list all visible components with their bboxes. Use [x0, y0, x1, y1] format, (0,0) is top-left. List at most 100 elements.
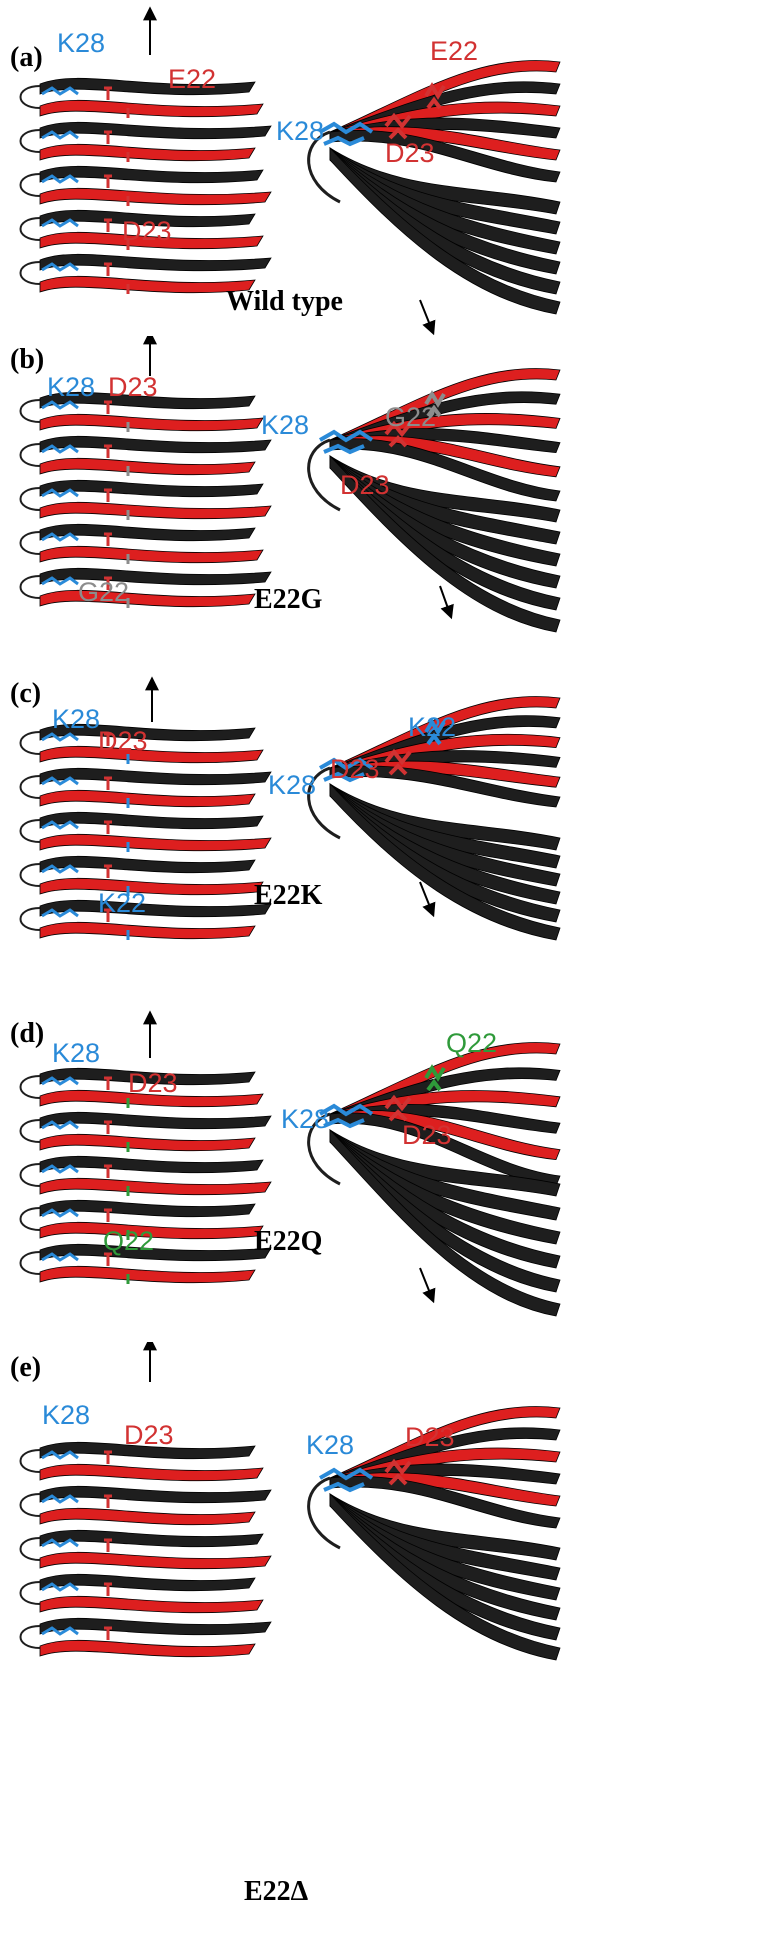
- loop: [21, 488, 41, 510]
- loop: [21, 576, 41, 598]
- red-strand: [40, 144, 255, 160]
- red-strand: [40, 922, 255, 938]
- left-strand-stack: [21, 78, 272, 294]
- loop: [21, 1494, 41, 1516]
- panel-b-variant-name: E22G: [254, 586, 322, 614]
- panel-a-left-top-residue: E22: [168, 66, 216, 93]
- loop: [21, 1076, 41, 1098]
- panel-b-right-top-residue: G22: [385, 404, 436, 431]
- fibril-axis-arrow-down: [420, 1268, 432, 1298]
- red-strand: [40, 546, 263, 562]
- red-strand: [40, 414, 263, 430]
- loop: [21, 86, 41, 108]
- panel-d-right-top-residue: Q22: [446, 1030, 497, 1057]
- red-strand: [40, 590, 255, 606]
- panel-e-right-top-residue: D23: [405, 1424, 455, 1451]
- fibril-axis-arrow-down: [420, 300, 432, 330]
- panel-c-right-k28: K28: [268, 772, 316, 799]
- red-strand: [40, 746, 263, 762]
- panel-e-left-k28: K28: [42, 1402, 90, 1429]
- right-strand-fan: [309, 1042, 560, 1316]
- red-strand: [40, 1508, 255, 1524]
- loop: [21, 1208, 41, 1230]
- loop: [21, 732, 41, 754]
- panel-e-left-top-residue: D23: [124, 1422, 174, 1449]
- loop: [21, 218, 41, 240]
- right-strand-fan: [309, 60, 560, 314]
- panel-c-left-k28: K28: [52, 706, 100, 733]
- panel-a-right-bottom-residue: D23: [385, 140, 435, 167]
- red-strand: [40, 100, 263, 116]
- panel-b: (b) K28 D23 G22 K28 G22 D23 E22G: [0, 336, 779, 726]
- red-strand: [40, 1552, 271, 1568]
- loop: [21, 864, 41, 886]
- loop: [21, 532, 41, 554]
- panel-d-right-k28: K28: [281, 1106, 329, 1133]
- panel-b-left-k28: K28: [47, 374, 95, 401]
- panel-d-label: (d): [10, 1020, 44, 1048]
- red-strand: [40, 188, 271, 204]
- black-strand: [40, 1200, 255, 1216]
- panel-c-variant-name: E22K: [254, 882, 322, 910]
- black-strand: [40, 856, 255, 872]
- panel-c: (c) K28 D23 K22 K28 K22 D23 E22K: [0, 672, 779, 1062]
- panel-b-left-bottom-residue: G22: [78, 579, 129, 606]
- loop: [21, 130, 41, 152]
- red-strand: [40, 1178, 271, 1194]
- loop: [21, 1626, 41, 1648]
- panel-b-label: (b): [10, 346, 44, 374]
- panel-a-right-k28: K28: [276, 118, 324, 145]
- red-strand: [40, 1266, 255, 1282]
- panel-e: (e) K28 D23 K28 D23 E22Δ: [0, 1342, 779, 1732]
- panel-e-variant-name: E22Δ: [244, 1878, 308, 1906]
- left-strand-stack: [21, 1442, 272, 1656]
- panel-d-left-bottom-residue: Q22: [103, 1228, 154, 1255]
- red-strand: [40, 458, 255, 474]
- panel-d-left-top-residue: D23: [128, 1070, 178, 1097]
- fibril-axis-arrow-down: [440, 586, 450, 614]
- panel-d-variant-name: E22Q: [254, 1228, 322, 1256]
- red-strand: [40, 878, 263, 894]
- loop: [21, 262, 41, 284]
- loop: [21, 444, 41, 466]
- loop: [21, 776, 41, 798]
- black-strand: [40, 524, 255, 540]
- panel-a-label: (a): [10, 44, 43, 72]
- loop: [21, 820, 41, 842]
- panel-e-structures: [0, 1342, 779, 1732]
- loop: [21, 1538, 41, 1560]
- loop: [21, 1252, 41, 1274]
- loop: [21, 1164, 41, 1186]
- panel-a-left-bottom-residue: D23: [122, 218, 172, 245]
- panel-a: (a) K28 E22 D23 K28 E22 D23 Wild type: [0, 0, 779, 390]
- loop: [21, 1450, 41, 1472]
- panel-c-left-bottom-residue: K22: [98, 890, 146, 917]
- panel-a-right-top-residue: E22: [430, 38, 478, 65]
- loop: [21, 1582, 41, 1604]
- panel-a-left-k28: K28: [57, 30, 105, 57]
- panel-a-structures: [0, 0, 779, 390]
- panel-d-left-k28: K28: [52, 1040, 100, 1067]
- panel-b-right-bottom-residue: D23: [340, 472, 390, 499]
- panel-b-left-top-residue: D23: [108, 374, 158, 401]
- loop: [21, 174, 41, 196]
- panel-c-right-bottom-residue: D23: [330, 756, 380, 783]
- red-strand: [40, 1640, 255, 1656]
- loop: [21, 1120, 41, 1142]
- panel-c-left-top-residue: D23: [98, 728, 148, 755]
- red-strand: [40, 834, 271, 850]
- red-strand: [40, 1596, 263, 1612]
- panel-d-right-bottom-residue: D23: [402, 1122, 452, 1149]
- red-strand: [40, 1464, 263, 1480]
- red-strand: [40, 1134, 255, 1150]
- red-strand: [40, 790, 255, 806]
- red-strand: [40, 276, 255, 292]
- loop: [21, 908, 41, 930]
- red-strand: [40, 502, 271, 518]
- panel-c-right-top-residue: K22: [408, 714, 456, 741]
- panel-c-label: (c): [10, 680, 41, 708]
- black-strand: [40, 78, 255, 94]
- left-strand-stack: [21, 392, 272, 608]
- panel-e-label: (e): [10, 1354, 41, 1382]
